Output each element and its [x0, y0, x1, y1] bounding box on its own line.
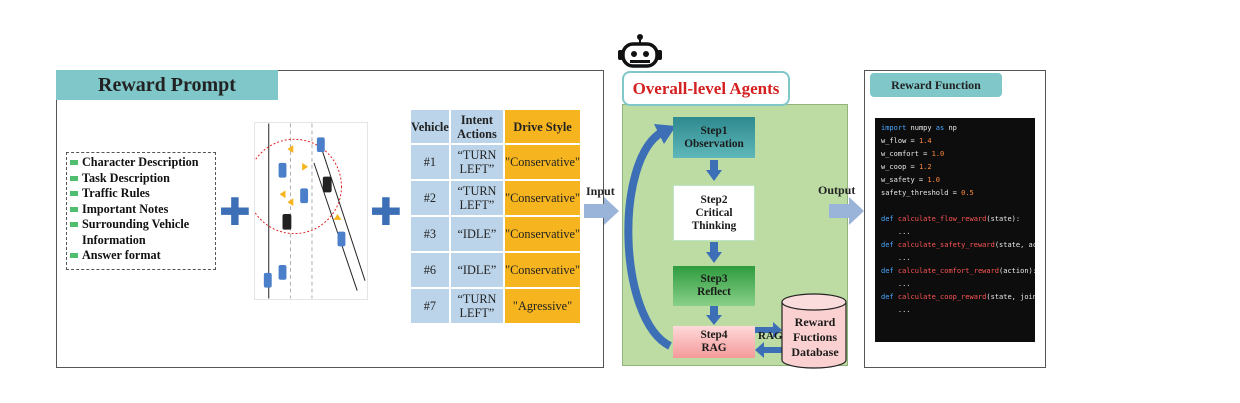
step3-box: Step3 Reflect [673, 266, 755, 306]
bullet-icon [70, 222, 78, 227]
down-arrow-icon [706, 160, 722, 181]
input-arrow-icon [584, 197, 619, 225]
output-arrow-icon [829, 197, 864, 225]
rag-label: RAG [758, 330, 783, 342]
bullet-icon [70, 160, 78, 165]
agents-title: Overall-level Agents [622, 71, 790, 106]
plus-icon: ✚ [219, 190, 251, 234]
style-cell: "Conservative" [505, 253, 580, 287]
down-arrow-icon [706, 306, 722, 325]
input-label: Input [586, 184, 615, 198]
code-line: w_flow = 1.4 [881, 137, 932, 145]
reward-function-title: Reward Function [870, 73, 1002, 97]
style-cell: "Agressive" [505, 289, 580, 323]
code-line: def calculate_safety_reward(state, actio… [881, 241, 1035, 249]
code-line: w_comfort = 1.0 [881, 150, 945, 158]
intent-cell: “TURN LEFT” [450, 289, 504, 323]
intent-cell: “IDLE” [450, 253, 504, 287]
reward-prompt-title: Reward Prompt [56, 70, 278, 100]
vehicle-cell: #3 [411, 217, 449, 251]
prompt-item: Traffic Rules [70, 186, 212, 202]
prompt-item: Important Notes [70, 202, 212, 218]
database-label: Reward Fuctions Database [791, 315, 839, 359]
prompt-item: Answer format [70, 248, 212, 264]
code-line: safety_threshold = 0.5 [881, 189, 974, 197]
table-header-row: Vehicle Intent Actions Drive Style [411, 110, 580, 143]
code-line: w_safety = 1.0 [881, 176, 941, 184]
output-label: Output [818, 183, 856, 197]
down-arrow-icon [706, 242, 722, 263]
robot-icon [618, 34, 662, 68]
step2-box: Step2 Critical Thinking [673, 185, 755, 241]
table-row: #3 “IDLE” "Conservative" [411, 217, 580, 251]
code-block: import numpy as np w_flow = 1.4 w_comfort … [875, 118, 1035, 342]
vehicle-cell: #2 [411, 181, 449, 215]
intent-cell: “TURN LEFT” [450, 145, 504, 179]
prompt-item: Character Description [70, 155, 212, 171]
code-line: ... [881, 228, 911, 236]
code-line: def calculate_coop_reward(state, joint_a… [881, 293, 1035, 301]
vehicle-cell: #7 [411, 289, 449, 323]
intent-cell: “TURN LEFT” [450, 181, 504, 215]
loop-arrow-icon [624, 124, 676, 350]
vehicle-table: Vehicle Intent Actions Drive Style #1 “T… [409, 108, 582, 325]
vehicle-cell: #1 [411, 145, 449, 179]
prompt-item: Surrounding Vehicle Information [70, 217, 212, 248]
code-line: import numpy as np [881, 124, 957, 132]
table-row: #7 “TURN LEFT” "Agressive" [411, 289, 580, 323]
plus-icon: ✚ [370, 190, 402, 234]
bullet-icon [70, 206, 78, 212]
traffic-scene-image [254, 122, 368, 300]
code-line: w_coop = 1.2 [881, 163, 932, 171]
style-cell: "Conservative" [505, 145, 580, 179]
step1-box: Step1 Observation [673, 117, 755, 158]
database-icon [781, 293, 847, 369]
style-cell: "Conservative" [505, 217, 580, 251]
vehicle-cell: #6 [411, 253, 449, 287]
table-row: #1 “TURN LEFT” "Conservative" [411, 145, 580, 179]
intent-cell: “IDLE” [450, 217, 504, 251]
rag-exchange-arrows-icon [755, 322, 782, 358]
code-line [881, 200, 1029, 213]
header-intent-actions: Intent Actions [450, 110, 504, 143]
bullet-icon [70, 175, 78, 181]
step4-box: Step4 RAG [673, 326, 755, 358]
prompt-item-list: Character Description Task Description T… [66, 152, 216, 270]
prompt-item: Task Description [70, 171, 212, 187]
code-line: ... [881, 306, 911, 314]
bullet-icon [70, 253, 78, 258]
code-line: def calculate_comfort_reward(action): [881, 267, 1035, 275]
header-vehicle: Vehicle [411, 110, 449, 143]
table-row: #6 “IDLE” "Conservative" [411, 253, 580, 287]
bullet-icon [70, 191, 78, 196]
table-row: #2 “TURN LEFT” "Conservative" [411, 181, 580, 215]
style-cell: "Conservative" [505, 181, 580, 215]
code-line: def calculate_flow_reward(state): [881, 215, 1021, 223]
code-line: ... [881, 280, 911, 288]
code-line: ... [881, 254, 911, 262]
header-drive-style: Drive Style [505, 110, 580, 143]
